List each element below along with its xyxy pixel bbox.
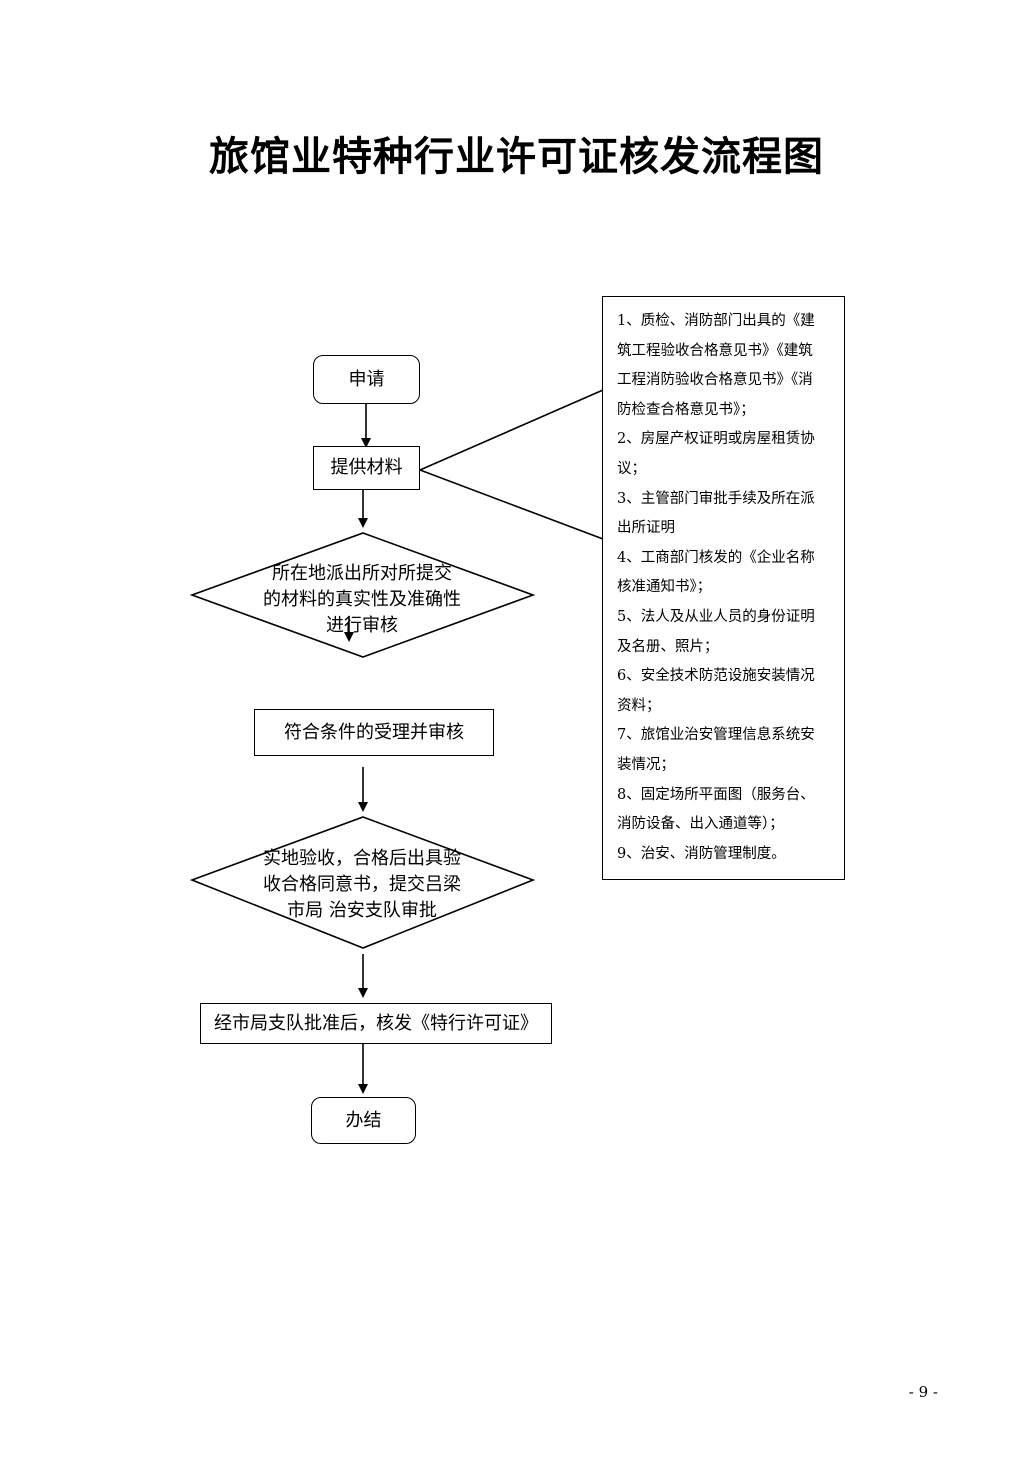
requirement-line: 9、治安、消防管理制度。 <box>617 845 786 862</box>
apply-label: 申请 <box>348 368 385 390</box>
requirement-line: 议； <box>617 460 646 477</box>
page-number: - 9 - <box>908 1383 938 1401</box>
provide-materials-node: 提供材料 <box>313 446 420 490</box>
requirement-line: 防检查合格意见书》； <box>617 401 755 418</box>
inspect-line-1: 实地验收，合格后出具验 <box>263 848 461 869</box>
review-diamond-text: 所在地派出所对所提交 的材料的真实性及准确性 进行审核 <box>232 561 492 639</box>
requirement-line: 消防设备、出入通道等）； <box>617 816 784 833</box>
requirement-line: 1、质检、消防部门出具的《建 <box>617 313 815 329</box>
inspect-diamond-shape <box>189 816 536 949</box>
requirement-line: 出所证明 <box>617 520 675 537</box>
approve-issue-label: 经市局支队批准后，核发《特行许可证》 <box>214 1012 538 1034</box>
bracket-line-lower <box>419 469 604 540</box>
inspect-diamond-text: 实地验收，合格后出具验 收合格同意书，提交吕梁 市局 治安支队审批 <box>232 846 492 924</box>
requirement-line: 核准通知书》； <box>617 579 712 596</box>
apply-node: 申请 <box>313 355 420 404</box>
requirement-line: 装情况； <box>617 756 675 773</box>
requirement-line: 4、工商部门核发的《企业名称 <box>617 549 815 566</box>
inspect-line-2: 收合格同意书，提交吕梁 <box>263 874 461 895</box>
review-line-1: 所在地派出所对所提交 <box>272 563 452 584</box>
review-line-3: 进行审核 <box>326 615 398 636</box>
requirement-line: 6、安全技术防范设施安装情况 <box>617 668 815 685</box>
accept-review-node: 符合条件的受理并审核 <box>254 709 494 756</box>
done-label: 办结 <box>345 1109 382 1131</box>
requirement-line: 3、主管部门审批手续及所在派 <box>617 490 815 507</box>
review-diamond-shape <box>189 532 536 658</box>
requirement-line: 筑工程验收合格意见书》《建筑 <box>617 342 813 359</box>
approve-issue-node: 经市局支队批准后，核发《特行许可证》 <box>200 1003 552 1044</box>
bracket-line-upper <box>419 389 604 471</box>
inspect-line-3: 市局 治安支队审批 <box>287 900 437 921</box>
accept-review-label: 符合条件的受理并审核 <box>284 721 464 743</box>
requirement-line: 资料； <box>617 697 661 714</box>
done-node: 办结 <box>311 1097 416 1144</box>
requirement-line: 及名册、照片； <box>617 638 719 655</box>
requirement-line: 工程消防验收合格意见书》《消 <box>617 372 813 389</box>
requirement-line: 7、旅馆业治安管理信息系统安 <box>617 727 815 744</box>
requirement-line: 2、房屋产权证明或房屋租赁协 <box>617 431 815 448</box>
provide-materials-label: 提供材料 <box>330 457 403 479</box>
page-title: 旅馆业特种行业许可证核发流程图 <box>209 133 824 180</box>
review-line-2: 的材料的真实性及准确性 <box>263 589 461 610</box>
requirement-line: 5、法人及从业人员的身份证明 <box>617 608 815 625</box>
requirements-box: 1、质检、消防部门出具的《建 筑工程验收合格意见书》《建筑 工程消防验收合格意见… <box>602 296 845 880</box>
requirement-line: 8、固定场所平面图（服务台、 <box>617 786 815 803</box>
